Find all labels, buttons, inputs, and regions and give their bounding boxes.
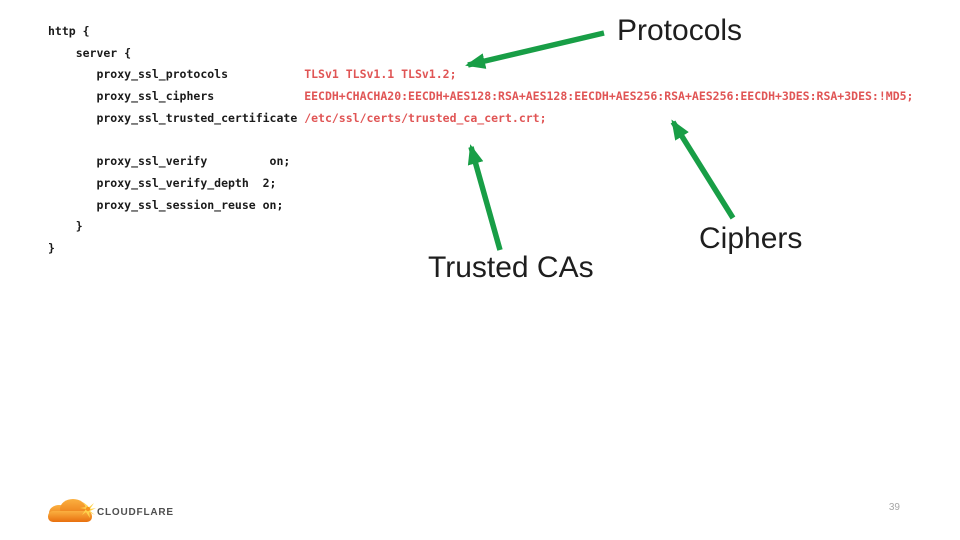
code-text: proxy_ssl_ciphers (48, 89, 305, 104)
code-line: http { (48, 21, 913, 43)
sunburst-icon (80, 500, 96, 518)
code-line: proxy_ssl_verify on; (48, 151, 913, 173)
code-line: proxy_ssl_ciphers EECDH+CHACHA20:EECDH+A… (48, 86, 913, 108)
code-text: http { (48, 24, 90, 38)
code-text: } (48, 219, 83, 234)
cloud-icon (48, 499, 96, 522)
code-text: proxy_ssl_trusted_certificate (48, 110, 305, 125)
code-line: proxy_ssl_session_reuse on; (48, 195, 913, 217)
code-text: server { (48, 45, 132, 60)
code-line: } (48, 216, 913, 238)
code-text: proxy_ssl_verify_depth 2; (48, 175, 277, 190)
cloudflare-logo: CLOUDFLARE (48, 499, 174, 522)
brand-wordmark: CLOUDFLARE (97, 507, 174, 518)
page-number: 39 (888, 502, 900, 513)
protocols-label: Protocols (617, 14, 743, 47)
code-line: proxy_ssl_trusted_certificate /etc/ssl/c… (48, 108, 913, 130)
nginx-config-code-block: http { server { proxy_ssl_protocols TLSv… (48, 21, 913, 260)
code-value: EECDH+CHACHA20:EECDH+AES128:RSA+AES128:E… (304, 89, 914, 104)
code-line: server { (48, 43, 913, 65)
code-text: proxy_ssl_verify on; (48, 154, 291, 169)
code-text: proxy_ssl_protocols (48, 67, 305, 82)
ciphers-label: Ciphers (699, 222, 803, 255)
code-text: } (48, 240, 55, 255)
code-line: } (48, 238, 913, 260)
code-line: proxy_ssl_protocols TLSv1 TLSv1.1 TLSv1.… (48, 64, 913, 86)
trusted-cas-label: Trusted CAs (428, 251, 594, 284)
code-text: proxy_ssl_session_reuse on; (48, 197, 284, 212)
code-value: /etc/ssl/certs/trusted_ca_cert.crt; (304, 110, 547, 125)
code-line: proxy_ssl_verify_depth 2; (48, 173, 913, 195)
code-line (48, 129, 913, 151)
code-value: TLSv1 TLSv1.1 TLSv1.2; (304, 67, 457, 82)
